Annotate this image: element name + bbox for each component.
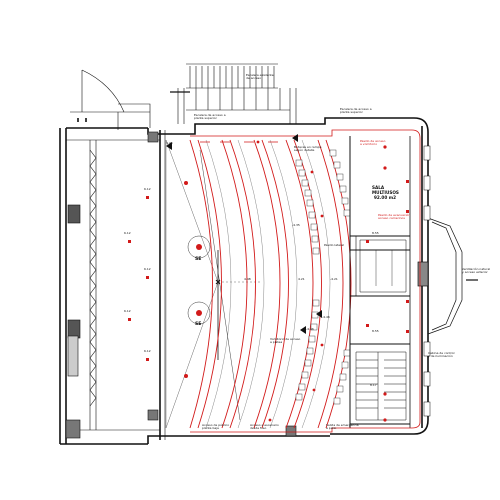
seating-rows-grey [205,139,331,429]
level-mark-stage-4: 6.12 [124,309,131,313]
level-mark-stage-2: 6.12 [124,231,131,235]
level-mark-low-3: -4.21 [330,277,338,281]
level-mark-right-2: 8.55 [372,329,379,333]
seat-blocks [295,149,351,405]
label-right-room-a: Pasillo de acceso a vomitorio [360,139,386,147]
level-mark-stage-3: 6.12 [144,267,151,271]
label-right-low-note: Cabina de control y de iluminación [428,351,455,359]
seating-curves [189,139,352,429]
label-bottom-left-note: Acceso de público planta baja [202,423,230,431]
label-far-right-note: Ventilación natural y acceso exterior [462,267,491,275]
level-mark-low-1: 4.21 [298,277,305,281]
level-mark-top: 4.44 [166,141,173,145]
label-right-room-area: 92.00 m2 [374,195,396,200]
left-ramp [66,139,160,431]
bottom-right-stair [355,351,407,421]
level-mark-low-2: 4.48 [244,277,251,281]
label-bottom-right-note: Salida de emergencia a patio [326,423,359,431]
level-mark-right-3: 8.17 [370,383,377,387]
label-top-right-note: Escalera de acceso a planta superior [340,107,372,115]
label-top-left-note: Escalera de acceso a planta superior [194,113,226,121]
fire-sector-outline [190,129,421,433]
level-mark-mid-2: -4.46 [306,327,314,331]
label-right-room-c: Pasillo de evacuación acceso camerinos [378,213,411,221]
stage-area [165,139,262,429]
stage-circles [187,235,211,325]
level-mark-mid-3: -4.46 [322,315,330,319]
level-mark-mid-1: -4.35 [292,223,300,227]
label-top-stair-note: Escalera existente de acceso [246,73,274,81]
level-mark-stage-5: 6.12 [144,349,151,353]
section-triangles [166,134,322,334]
label-mid-top-note: Butacas en rampa según detalle [294,145,322,153]
wall-pillars [65,131,297,439]
red-fixture-markers [128,140,409,422]
right-bay-window [417,217,478,335]
level-mark-right-1: 8.55 [372,231,379,235]
stage-mark-se-2: SE [195,322,202,327]
stage-mark-se-1: SE [195,257,202,262]
label-mid-lower-note: Vomitorio de acceso a platea [270,337,301,345]
top-stair [170,63,297,124]
right-wall-windows [423,145,431,417]
right-rooms [349,136,411,428]
label-right-room-b: SALA MULTIUSOS [372,185,399,195]
entry-door-arc [70,69,151,130]
label-bottom-mid-note: Acceso a escenario desde foso [250,423,279,431]
label-mid-right-note: Pasillo lateral [324,243,344,247]
level-mark-stage-1: 6.12 [144,187,151,191]
